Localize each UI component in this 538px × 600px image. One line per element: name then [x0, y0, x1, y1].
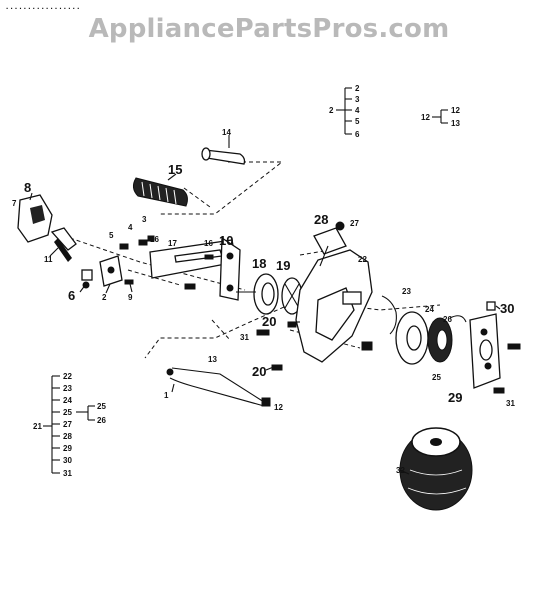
legend-21-sub-item: 26	[97, 416, 106, 425]
legend-2-item: 3	[355, 95, 360, 104]
callout-13: 13	[208, 355, 217, 364]
clip-part	[486, 301, 496, 311]
leader-lines	[29, 135, 501, 475]
wire-part	[381, 295, 397, 335]
power-cord-part	[166, 367, 271, 407]
callout-1: 1	[164, 391, 169, 400]
legend-2-item: 2	[355, 84, 360, 93]
callout-18: 18	[252, 256, 266, 271]
callout-30: 30	[500, 301, 514, 316]
callout-5: 5	[109, 231, 114, 240]
legend-12-parent: 12	[421, 113, 430, 122]
assembly-guide-lines	[69, 161, 441, 359]
legend-21-item: 24	[63, 396, 72, 405]
callout-23: 23	[402, 287, 411, 296]
callout-20a: 20	[262, 314, 276, 329]
legend-kit-21: 21 22 23 24 25 27 28 29 30 31	[33, 372, 106, 478]
legend-21-item: 29	[63, 444, 72, 453]
callout-2: 2	[102, 293, 107, 302]
callout-15: 15	[168, 162, 182, 177]
callout-10: 10	[219, 233, 233, 248]
legend-2-item: 5	[355, 117, 360, 126]
callout-22: 22	[358, 255, 367, 264]
part-callouts: 14 15 8 7 11 6 2 9 5 4 3 16 17 16 10 18 …	[12, 128, 515, 475]
callout-11: 11	[44, 255, 53, 264]
legend-21-sub-item: 25	[97, 402, 106, 411]
screw-parts	[119, 235, 521, 394]
callout-29: 29	[448, 390, 462, 405]
callout-18-small: 16	[204, 239, 213, 248]
brush-assembly-part	[427, 315, 467, 363]
callout-17: 17	[168, 239, 177, 248]
switch-knob-part	[313, 221, 347, 267]
foam-grip-part	[132, 177, 188, 207]
callout-32: 32	[396, 466, 405, 475]
bracket-part	[99, 255, 123, 287]
callout-27: 27	[350, 219, 359, 228]
callout-6: 6	[68, 288, 75, 303]
callout-26: 26	[443, 315, 452, 324]
motor-housing-part	[295, 249, 373, 363]
callout-8: 8	[24, 180, 31, 195]
callout-16: 16	[150, 235, 159, 244]
legend-kit-12: 12 12 13	[421, 106, 460, 128]
callout-9: 9	[128, 293, 133, 302]
handle-tube-part	[149, 236, 241, 301]
switch-assembly-part	[17, 194, 93, 289]
legend-12-item: 12	[451, 106, 460, 115]
callout-25: 25	[432, 373, 441, 382]
cord-spool-part	[399, 427, 473, 511]
callout-20b: 20	[252, 364, 266, 379]
legend-12-item: 13	[451, 119, 460, 128]
callout-31b: 31	[506, 399, 515, 408]
handle-grip-part	[201, 147, 246, 165]
callout-24: 24	[425, 305, 434, 314]
legend-21-item: 28	[63, 432, 72, 441]
pulley-part	[236, 273, 279, 315]
watermark: AppliancePartsPros.com	[88, 14, 450, 44]
callout-28: 28	[314, 212, 328, 227]
callout-3: 3	[142, 215, 147, 224]
legend-21-item: 27	[63, 420, 72, 429]
legend-2-item: 6	[355, 130, 360, 139]
legend-kit-2: 2 2 3 4 5 6	[329, 84, 360, 139]
legend-2-parent: 2	[329, 106, 334, 115]
legend-2-item: 4	[355, 106, 360, 115]
armature-part	[395, 311, 429, 365]
legend-21-item: 31	[63, 469, 72, 478]
callout-14: 14	[222, 128, 231, 137]
callout-12: 12	[274, 403, 283, 412]
end-cover-part	[469, 313, 501, 389]
legend-21-item: 22	[63, 372, 72, 381]
legend-21-item: 25	[63, 408, 72, 417]
header-dots: . . . . . . . . . . . . . . . . .	[6, 2, 79, 11]
callout-4: 4	[128, 223, 133, 232]
legend-21-item: 30	[63, 456, 72, 465]
callout-31a: 31	[240, 333, 249, 342]
callout-19: 19	[276, 258, 290, 273]
callout-7: 7	[12, 199, 17, 208]
legend-21-item: 23	[63, 384, 72, 393]
legend-21-parent: 21	[33, 422, 42, 431]
